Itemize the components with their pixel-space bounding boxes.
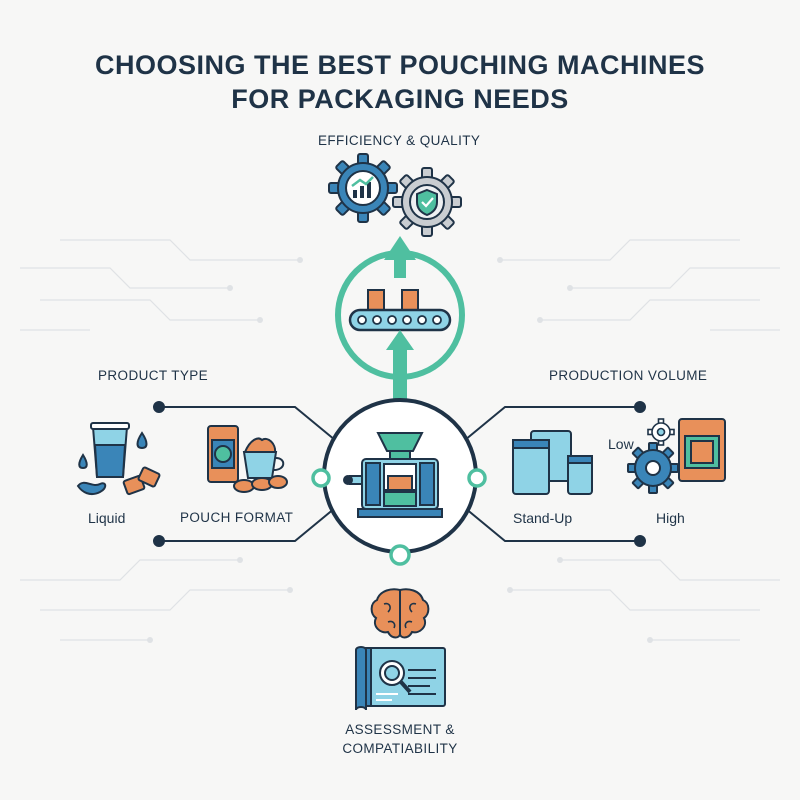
up-arrow bbox=[384, 236, 416, 406]
liquid-label: Liquid bbox=[88, 510, 126, 526]
snack-pouch-icon bbox=[207, 425, 288, 493]
stand-up-label: Stand-Up bbox=[513, 510, 573, 526]
circuit-background bbox=[20, 239, 780, 641]
conveyor-icon bbox=[348, 289, 452, 332]
assessment-label-line-2: COMPATIABILITY bbox=[342, 741, 458, 756]
shield-gear-icon bbox=[392, 167, 462, 237]
gears-icon bbox=[627, 418, 726, 494]
high-label: High bbox=[656, 510, 685, 526]
brain-icon bbox=[370, 588, 430, 639]
assessment-label-line-1: ASSESSMENT & bbox=[345, 722, 455, 737]
product-type-label: PRODUCT TYPE bbox=[98, 368, 209, 383]
page-title: CHOOSING THE BEST POUCHING MACHINES FOR … bbox=[0, 48, 800, 116]
analytics-gear-icon bbox=[328, 153, 398, 223]
production-volume-label: PRODUCTION VOLUME bbox=[549, 368, 708, 383]
main-machine-circle bbox=[311, 398, 487, 566]
blueprint-search-icon bbox=[355, 646, 446, 711]
liquid-glass-icon bbox=[76, 422, 161, 496]
conveyor-ring bbox=[335, 250, 465, 380]
pouching-machine-icon bbox=[343, 432, 443, 518]
stand-up-pouch-icon bbox=[512, 430, 593, 495]
connector-lines bbox=[160, 406, 640, 542]
efficiency-quality-label: EFFICIENCY & QUALITY bbox=[318, 133, 481, 148]
title-line-1: CHOOSING THE BEST POUCHING MACHINES bbox=[94, 50, 706, 80]
title-line-2: FOR PACKAGING NEEDS bbox=[231, 84, 569, 114]
pouch-format-label: POUCH FORMAT bbox=[180, 510, 294, 525]
low-label: Low bbox=[608, 436, 634, 452]
